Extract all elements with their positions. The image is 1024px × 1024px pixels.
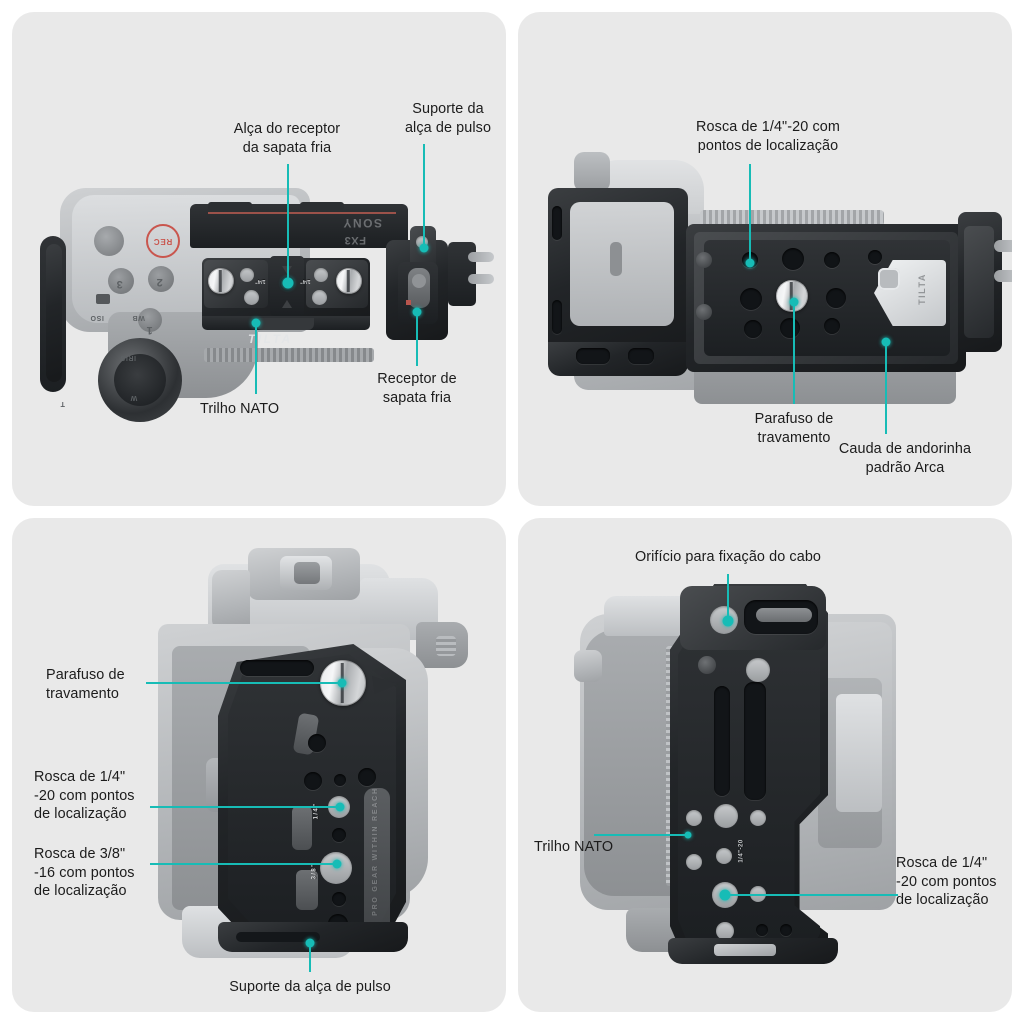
rec-button: REC (146, 224, 180, 258)
callout-label-locking-screw-side: Parafuso de travamento (46, 667, 125, 702)
callout-label-quarter-thread-right: Rosca de 1/4" -20 com pontos de localiza… (896, 855, 997, 908)
leader-line-quarter-thread-right (730, 894, 898, 896)
callout-label-quarter-thread-side: Rosca de 1/4" -20 com pontos de localiza… (34, 769, 135, 822)
leader-line-wrist-strap-top (423, 144, 425, 244)
callout-dot-arca-dovetail (881, 337, 891, 347)
bottom-view-panel: TILTA Rosca de 1/4"-20 com pontos de loc… (518, 12, 1012, 506)
top-view-illustration: SONY FX3 REC ISO 3 WB 2 IRIS 1 W T (12, 12, 506, 506)
leader-line-cold-shoe-handle (287, 164, 289, 278)
leader-line-cable-clamp-hole (727, 574, 729, 618)
callout-label-three-eighth-thread-side: Rosca de 3/8" -16 com pontos de localiza… (34, 846, 135, 899)
camera-brand-text: SONY (342, 216, 383, 230)
leader-line-locking-screw-bottom (793, 304, 795, 404)
callout-dot-nato-rail-top (251, 318, 261, 328)
callout-dot-cable-clamp-hole (722, 615, 734, 627)
callout-dot-nato-rail-side (684, 831, 692, 839)
callout-dot-quarter-thread-side (335, 802, 345, 812)
callout-label-locking-screw-bottom: Parafuso de travamento (754, 411, 834, 446)
callout-dot-three-eighth-thread-side (332, 859, 342, 869)
leader-line-locking-screw-side (146, 682, 340, 684)
three-eighth-mark-left: 3/8" (311, 862, 318, 880)
leader-line-quarter-thread-bottom (749, 164, 751, 260)
callout-label-quarter-thread-bottom: Rosca de 1/4"-20 com pontos de localizaç… (696, 119, 840, 154)
leader-line-cold-shoe-receiver (416, 314, 418, 366)
callout-dot-quarter-thread-right (719, 889, 731, 901)
callout-dot-wrist-strap-side (305, 938, 315, 948)
leader-line-wrist-strap-side (309, 946, 311, 972)
callout-dot-quarter-thread-bottom (745, 258, 755, 268)
quarter-20-mark-right: 1/4"-20 (738, 839, 745, 863)
leader-line-three-eighth-thread-side (150, 863, 338, 865)
tilta-brand-logo: TILTA (248, 332, 293, 346)
leader-line-arca-dovetail (885, 344, 887, 434)
callout-label-cold-shoe-receiver: Receptor de sapata fria (377, 371, 457, 406)
tilta-hex-key-brand: TILTA (916, 273, 927, 305)
camera-model-text: FX3 (344, 234, 366, 246)
left-side-view-panel: 1/4" 3/8" PRO GEAR WITHIN REACH Parafuso… (12, 518, 506, 1012)
right-side-view-illustration: 1/4"-20 (518, 518, 1012, 1012)
callout-dot-cold-shoe-handle (282, 277, 294, 289)
callout-label-arca-dovetail: Cauda de andorinha padrão Arca (838, 441, 972, 476)
callout-label-cold-shoe-handle: Alça do receptor da sapata fria (233, 121, 341, 156)
left-side-view-illustration: 1/4" 3/8" PRO GEAR WITHIN REACH (12, 518, 506, 1012)
callout-dot-locking-screw-side (337, 678, 347, 688)
bottom-view-illustration: TILTA (518, 12, 1012, 506)
right-side-view-panel: 1/4"-20 Orifício para fixação do cabo Tr… (518, 518, 1012, 1012)
callout-dot-locking-screw-bottom (789, 297, 799, 307)
leader-line-quarter-thread-side (150, 806, 340, 808)
callout-dot-wrist-strap-top (419, 243, 429, 253)
callout-label-nato-rail-top: Trilho NATO (200, 401, 280, 417)
callout-label-wrist-strap-mount-side: Suporte da alça de pulso (229, 979, 391, 995)
leader-line-nato-rail-side (594, 834, 686, 836)
callout-label-nato-rail-side: Trilho NATO (534, 839, 614, 855)
callout-label-wrist-strap-mount-top: Suporte da alça de pulso (404, 101, 492, 136)
callout-dot-cold-shoe-receiver (412, 307, 422, 317)
top-view-panel: SONY FX3 REC ISO 3 WB 2 IRIS 1 W T (12, 12, 506, 506)
leader-line-nato-rail-top (255, 326, 257, 394)
callout-label-cable-clamp-hole: Orifício para fixação do cabo (634, 549, 822, 565)
